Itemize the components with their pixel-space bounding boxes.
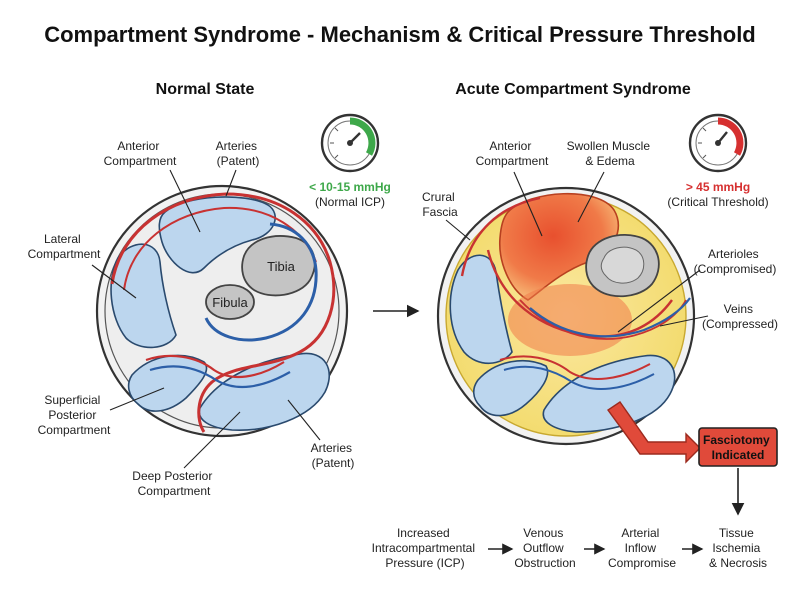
normal-superficial-pointer (109, 387, 165, 411)
acute-veins-pointer (659, 315, 709, 327)
acute-arteriole-branch (519, 299, 687, 340)
normal-lateral-compartment (110, 243, 177, 349)
acute-superficial-posterior-compartment (472, 359, 549, 417)
acute-state-panel: Acute Compartment Syndrome Anterior Comp… (422, 81, 778, 446)
acute-anterior-label: Anterior Compartment (476, 139, 549, 168)
fasciotomy-arrow (607, 401, 701, 464)
acute-anterior-pointer (513, 171, 543, 237)
acute-deep-posterior-compartment (542, 354, 676, 433)
acute-veins (529, 297, 691, 338)
acute-swollen-label: Swollen Muscle & Edema (567, 139, 654, 168)
flow-step-arterial: Arterial Inflow Compromise (608, 526, 676, 570)
normal-artery-main (110, 192, 336, 433)
flow-step-necrosis: Tissue Ischemia & Necrosis (709, 526, 767, 570)
normal-anterior-label: Anterior Compartment (104, 139, 177, 168)
normal-fibula-label: Fibula (212, 295, 248, 310)
normal-anterior-pointer (169, 169, 201, 233)
acute-posterior-vein (503, 365, 655, 390)
acute-arterioles-pointer (617, 269, 701, 333)
normal-superficial-label: Superficial Posterior Compartment (38, 393, 111, 437)
acute-veins-label: Veins (Compressed) (702, 302, 778, 331)
normal-lateral-pointer (91, 264, 137, 299)
fasciotomy-label: Fasciotomy Indicated (703, 433, 773, 462)
normal-state-panel: Normal State Tibia Fibula Anterior Compa… (28, 81, 391, 498)
normal-lateral-label: Lateral Compartment (28, 232, 101, 261)
diagram-title: Compartment Syndrome - Mechanism & Criti… (44, 22, 756, 47)
acute-pressure-value: > 45 mmHg (686, 180, 750, 194)
flow-step-venous: Venous Outflow Obstruction (514, 526, 575, 570)
fasciotomy-box (698, 427, 778, 467)
normal-arteries-top-pointer (225, 169, 237, 197)
normal-posterior-artery (145, 354, 285, 378)
acute-arterioles-label: Arterioles (Compromised) (694, 247, 777, 276)
flow-step-icp: Increased Intracompartmental Pressure (I… (372, 526, 479, 570)
acute-state-heading: Acute Compartment Syndrome (455, 81, 691, 98)
normal-tibia-label: Tibia (267, 259, 295, 274)
normal-arteries-bottom-label: Arteries (Patent) (311, 441, 356, 470)
normal-state-heading: Normal State (156, 81, 255, 98)
acute-crural-fascia-pointer (445, 219, 471, 241)
acute-crural-fascia-label: Crural Fascia (422, 190, 458, 219)
normal-tibia (241, 235, 316, 297)
acute-swollen-anterior-compartment (499, 192, 620, 301)
normal-pressure-gauge-icon (320, 113, 380, 173)
normal-deep-label: Deep Posterior Compartment (132, 469, 215, 498)
acute-swollen-pointer (577, 171, 605, 223)
normal-fibula (205, 284, 255, 320)
acute-tibia-inner (600, 246, 645, 284)
acute-posterior-artery (499, 355, 651, 380)
acute-pressure-note: (Critical Threshold) (667, 195, 768, 209)
normal-pressure-note: (Normal ICP) (315, 195, 385, 209)
normal-posterior-vein (149, 365, 291, 389)
normal-arteries-bottom-pointer (287, 399, 321, 441)
normal-arteries-top-label: Arteries (Patent) (216, 139, 261, 168)
acute-pressure-gauge-icon (688, 113, 748, 173)
acute-lateral-compartment (449, 254, 513, 365)
pathophysiology-flow: Increased Intracompartmental Pressure (I… (372, 526, 767, 570)
normal-vein (204, 222, 318, 342)
normal-pressure-value: < 10-15 mmHg (309, 180, 391, 194)
normal-deep-pointer (183, 411, 241, 469)
